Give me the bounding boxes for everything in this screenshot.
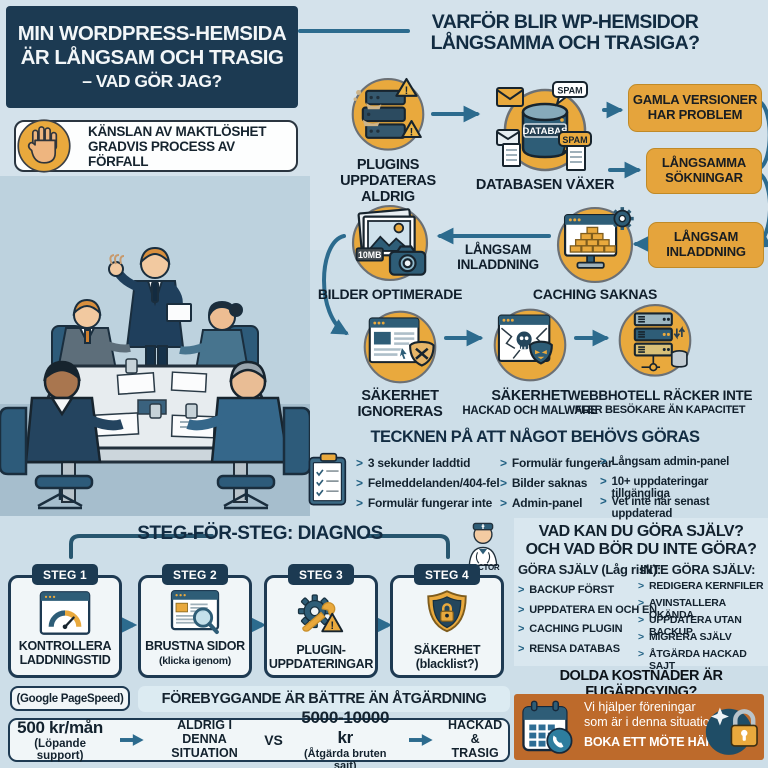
webhost-label: WEBBHOTELL RÄCKER INTE FLER BESÖKARE ÄN … [567,388,753,416]
shield-lock-icon [427,590,467,633]
arrow-right-icon [408,734,433,746]
raised-hand-icon [17,119,71,173]
cta-text: Vi hjälper föreningar som är i denna sit… [584,700,724,749]
speedometer-icon [39,591,91,635]
diy-dont-list: >REDIGERA KERNFILER >AVINSTALLERA OKÄNDA… [638,580,764,672]
prevention-right: 5000-10000 kr (Åtgärda bruten sajt) [301,708,390,768]
svg-text:SPAM: SPAM [562,135,587,145]
database-spam-icon: DATABAS SPAM SPAM [496,81,592,172]
feeling-line2: GRADVIS PROCESS AV FÖRFALL [88,138,235,169]
step1-card: KONTROLLERA LADDNINGSTID [8,575,122,678]
slow-loading-mid-label: LÅNGSAM INLADDNING [457,242,539,272]
step3-badge: STEG 3 [288,564,354,585]
step4-label: SÄKERHET (blacklist?) [413,643,481,671]
step2-card: BRUSTNA SIDOR (klicka igenom) [138,575,252,678]
svg-text:SPAM: SPAM [557,86,582,96]
hacked-malware-label: SÄKERHET HACKAD OCH MALWARE [462,388,598,417]
box-slow-loading: LÅNGSAM INLADDNING [648,222,764,268]
step2-label: BRUSTNA SIDOR (klicka igenom) [145,639,245,667]
step2-badge: STEG 2 [162,564,228,585]
plugin-update-gear-icon: ! [297,594,344,633]
main-title-line3: – VAD GÖR JAG? [82,71,222,91]
svg-text:!: ! [410,126,414,138]
prevention-mid1: ALDRIG I DENNA SITUATION [171,718,238,760]
diy-do-list: >BACKUP FÖRST >UPPDATERA EN OCH EN >CACH… [518,584,657,655]
images-icon: 10MB [351,204,429,282]
svg-text:!: ! [330,620,334,632]
why-title-line2: LÅNGSAMMA OCH TRASIGA? [430,32,700,55]
step1-label: KONTROLLERA LADDNINGSTID [18,639,112,667]
calendar-phone-icon [522,700,573,754]
step1-badge: STEG 1 [32,564,98,585]
checklist-clipboard-icon [308,452,347,506]
plugins-label: PLUGINS UPPDATERAS ALDRIG [340,157,436,205]
signs-title: TECKNEN PÅ ATT NÅGOT BEHÖVS GÖRAS [370,428,700,446]
svg-text:DATABAS: DATABAS [522,126,567,137]
diy-title: VAD KAN DU GÖRA SJÄLV? OCH VAD BÖR DU IN… [525,523,757,558]
svg-text:!: ! [405,85,409,97]
step4-badge: STEG 4 [414,564,480,585]
prevention-title: FÖREBYGGANDE ÄR BÄTTRE ÄN ÅTGÄRDNING [161,691,487,707]
security-ignored-icon [363,310,437,384]
signs-col2: >Formulär fungerar >Bilder saknas >Admin… [500,456,613,510]
cta-line1: Vi hjälper föreningar [584,700,696,714]
box-slow-queries: LÅNGSAMMA SÖKNINGAR [646,148,762,194]
prevention-strip: 500 kr/mån (Löpande support) ALDRIG I DE… [8,708,510,768]
main-title-box: MIN WORDPRESS-HEMSIDA ÄR LÅNGSAM OCH TRA… [6,6,298,108]
svg-text:10MB: 10MB [358,250,381,260]
signs-col3: >Långsam admin-panel >10+ uppdateringar … [600,456,730,520]
why-title-line1: VARFÖR BLIR WP-HEMSIDOR [431,11,699,33]
caching-label: CACHING SAKNAS [532,286,658,302]
cta-line2: som är i denna situation. [584,715,721,729]
main-title-line1: MIN WORDPRESS-HEMSIDA [17,22,287,45]
caching-icon [556,206,634,284]
images-label: BILDER OPTIMERADE [317,286,463,302]
diy-panel [514,518,768,666]
feeling-line1: KÄNSLAN AV MAKTLÖSHET [88,123,267,139]
arrow-right-icon [120,734,144,746]
doctor-icon [468,522,498,566]
diy-do-header: GÖRA SJÄLV (Låg risk): [518,562,661,577]
plugins-stack-icon: ! ! [351,77,425,151]
box-old-versions: GAMLA VERSIONER HAR PROBLEM [628,84,762,132]
prevention-mid2: HACKAD & TRASIG [448,718,503,760]
database-label: DATABASEN VÄXER [475,177,615,193]
diy-dont-header: INTE GÖRA SJÄLV: [640,562,756,577]
padlock-icon [705,707,758,755]
step4-card: SÄKERHET (blacklist?) [390,575,504,678]
cta-button[interactable]: BOKA ETT MÖTE HÄR. [584,735,718,749]
prevention-left: 500 kr/mån (Löpande support) [17,718,104,762]
webhost-server-icon [618,303,692,377]
security-ignored-label: SÄKERHET IGNORERAS [357,388,443,420]
step3-label: PLUGIN-UPPDATERINGAR [268,643,374,671]
why-title: VARFÖR BLIR WP-HEMSIDOR LÅNGSAMMA OCH TR… [400,11,730,55]
signs-col1: >3 sekunder laddtid >Felmeddelanden/404-… [356,456,500,510]
prevention-vs: VS [264,732,283,748]
google-pagespeed-box: (Google PageSpeed) [10,686,130,711]
hacked-malware-icon [493,308,567,382]
doctor-label: DOCTOR [466,563,500,572]
prevention-title-panel: FÖREBYGGANDE ÄR BÄTTRE ÄN ÅTGÄRDNING [138,686,510,712]
meeting-illustration [0,176,310,516]
diagnosis-title: STEG-FÖR-STEG: DIAGNOS [137,523,383,544]
step3-card: ! PLUGIN-UPPDATERINGAR [264,575,378,678]
main-title-line2: ÄR LÅNGSAM OCH TRASIG [20,46,284,69]
broken-pages-magnifier-icon [170,590,220,634]
